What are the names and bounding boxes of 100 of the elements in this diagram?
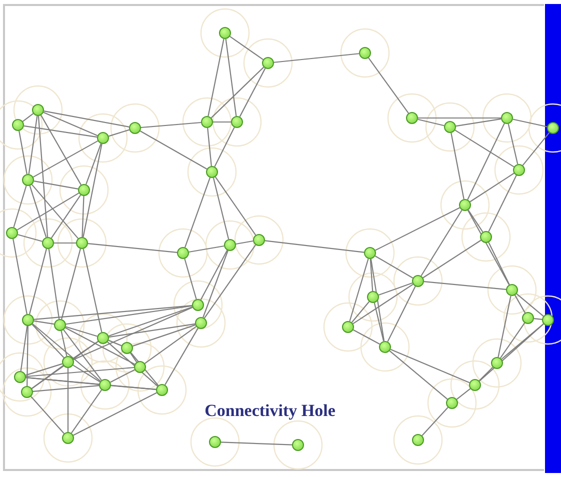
link-line: [210, 66, 264, 118]
link-line: [420, 210, 462, 276]
link-line: [264, 240, 364, 253]
link-line: [32, 341, 98, 389]
sensor-node: [22, 314, 34, 326]
link-line: [72, 364, 100, 382]
link-line: [378, 282, 413, 296]
link-line: [28, 116, 38, 174]
sensor-node: [342, 321, 354, 333]
link-line: [16, 192, 80, 230]
link-line: [12, 238, 28, 314]
sensor-node: [209, 436, 221, 448]
sensor-node: [219, 27, 231, 39]
link-line: [108, 323, 196, 338]
link-line: [30, 396, 64, 434]
link-line: [374, 256, 414, 278]
link-line: [18, 234, 42, 242]
sensor-node: [469, 379, 481, 391]
sensor-node: [292, 439, 304, 451]
link-line: [353, 329, 380, 345]
link-line: [239, 68, 266, 117]
link-line: [478, 366, 494, 382]
link-line: [130, 352, 159, 386]
sensor-node: [62, 356, 74, 368]
sensor-node: [522, 312, 534, 324]
link-line: [26, 366, 134, 378]
link-line: [456, 118, 502, 127]
link-line: [375, 207, 460, 251]
link-line: [65, 327, 135, 365]
sensor-node: [134, 361, 146, 373]
sensor-node: [192, 299, 204, 311]
sensor-node: [42, 237, 54, 249]
link-line: [82, 196, 84, 238]
link-line: [82, 144, 102, 238]
link-line: [110, 369, 135, 383]
link-line: [418, 117, 501, 119]
sensor-node: [201, 116, 213, 128]
link-line: [418, 118, 444, 126]
link-line: [468, 210, 484, 232]
sensor-node: [6, 227, 18, 239]
sensor-node: [156, 384, 168, 396]
sensor-node: [406, 112, 418, 124]
link-line: [54, 242, 76, 244]
sensor-node: [129, 122, 141, 134]
link-line: [63, 329, 102, 381]
link-line: [132, 324, 196, 347]
link-line: [488, 175, 517, 232]
link-line: [208, 38, 224, 116]
link-line: [200, 250, 228, 300]
sensor-node: [359, 47, 371, 59]
sensor-node: [76, 237, 88, 249]
link-line: [44, 110, 130, 128]
sensor-node: [367, 291, 379, 303]
link-line: [32, 384, 100, 392]
link-line: [422, 240, 482, 278]
link-line: [230, 36, 264, 60]
link-line: [370, 258, 374, 292]
sensor-node: [97, 332, 109, 344]
link-line: [184, 177, 210, 248]
link-line: [274, 53, 360, 63]
sensor-node: [206, 166, 218, 178]
link-line: [18, 130, 28, 174]
link-line: [220, 442, 292, 446]
link-line: [26, 377, 156, 390]
sensor-node: [379, 341, 391, 353]
sensor-node: [412, 434, 424, 446]
sensor-node: [231, 116, 243, 128]
link-line: [72, 340, 98, 360]
link-line: [108, 129, 130, 137]
link-line: [522, 132, 550, 166]
sensor-node: [224, 239, 236, 251]
link-line: [202, 250, 228, 318]
link-line: [207, 128, 212, 166]
link-line: [236, 240, 254, 245]
link-line: [456, 388, 471, 400]
sensor-node: [54, 319, 66, 331]
sensor-node: [177, 247, 189, 259]
link-line: [108, 340, 122, 346]
link-line: [501, 323, 544, 360]
sensor-node: [12, 119, 24, 131]
sensor-node: [21, 386, 33, 398]
sensor-node: [542, 314, 554, 326]
link-line: [368, 58, 409, 114]
link-line: [86, 143, 102, 185]
link-line: [61, 248, 81, 320]
link-line: [352, 284, 414, 324]
link-line: [22, 113, 34, 122]
link-line: [508, 124, 518, 164]
sensor-node: [97, 132, 109, 144]
link-line: [73, 306, 193, 360]
sensor-node: [444, 121, 456, 133]
link-line: [164, 328, 198, 386]
link-line: [24, 125, 98, 138]
sensor-node: [14, 371, 26, 383]
link-line: [498, 296, 512, 358]
link-line: [213, 121, 231, 123]
sensor-node: [62, 432, 74, 444]
link-line: [467, 210, 510, 286]
link-line: [108, 306, 193, 337]
link-line: [32, 365, 64, 389]
